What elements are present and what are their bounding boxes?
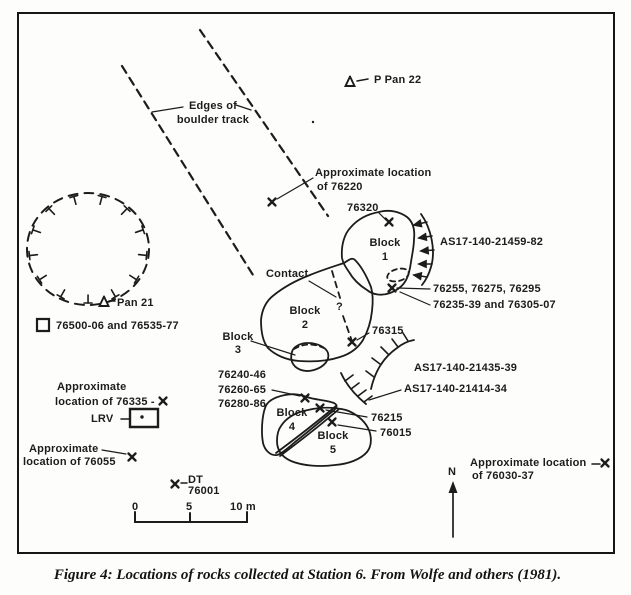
photo-arc-21414 bbox=[341, 373, 372, 404]
block1-label: Block 1 bbox=[369, 237, 401, 263]
x-marker-76260 bbox=[302, 395, 309, 402]
x-marker-76015 bbox=[329, 419, 336, 426]
lrv-label: LRV bbox=[91, 413, 114, 425]
x-marker-76220 bbox=[269, 199, 276, 206]
samples-76235-label: 76235-39 and 76305-07 bbox=[433, 299, 556, 311]
scale-tick-0: 0 bbox=[132, 501, 139, 513]
contact-query-mark: ? bbox=[336, 301, 343, 313]
scale-tick-10m: 10 m bbox=[230, 501, 256, 513]
samples-76255-label: 76255, 76275, 76295 bbox=[433, 283, 541, 295]
pan22-label: P Pan 22 bbox=[374, 74, 422, 86]
block5-label: Block 5 bbox=[317, 430, 349, 456]
x-marker-76255 bbox=[389, 285, 396, 292]
block3-label: Block 3 bbox=[222, 331, 254, 356]
sample-76015-label: 76015 bbox=[380, 427, 412, 439]
loc-76220-label-line2: of 76220 bbox=[317, 181, 363, 193]
scale-tick-5: 5 bbox=[186, 501, 193, 513]
loc-76055-label-line2: location of 76055 bbox=[23, 456, 116, 468]
sample-76215-label: 76215 bbox=[371, 412, 403, 424]
north-arrow bbox=[448, 481, 458, 537]
speck bbox=[311, 120, 315, 124]
lrv-symbol bbox=[130, 409, 158, 427]
crater-outline bbox=[27, 193, 149, 305]
loc-76220-label-line1: Approximate location bbox=[315, 167, 432, 179]
scale-bar bbox=[135, 512, 247, 522]
crater-rim-ticks bbox=[29, 196, 147, 303]
map-frame bbox=[17, 12, 615, 554]
photo-21435-label: AS17-140-21435-39 bbox=[414, 362, 518, 374]
pan21-triangle-icon bbox=[100, 297, 109, 307]
block3-outline bbox=[291, 343, 328, 371]
sample-area-dashed-ellipse bbox=[386, 266, 410, 283]
rake-sample-square-icon bbox=[37, 319, 49, 331]
loc-76335-label-line1: Approximate bbox=[57, 381, 127, 393]
block3-dashed-contact bbox=[294, 345, 326, 350]
x-marker-76215 bbox=[317, 405, 324, 412]
block2-label: Block 2 bbox=[289, 305, 321, 331]
sample-76320-label: 76320 bbox=[347, 202, 379, 214]
loc-76030-label-line2: of 76030-37 bbox=[472, 470, 535, 482]
loc-76030-label-line1: Approximate location bbox=[470, 457, 587, 469]
block2-outline bbox=[261, 259, 373, 362]
loc-76335-label-line2: location of 76335 - bbox=[55, 396, 155, 408]
contact-label: Contact bbox=[266, 268, 309, 280]
photo-arc-21435 bbox=[366, 333, 414, 389]
photo-21414-label: AS17-140-21414-34 bbox=[404, 383, 508, 395]
x-marker-dt76001 bbox=[172, 481, 179, 488]
photo-arc-21459 bbox=[412, 214, 434, 285]
block4-label: Block 4 bbox=[276, 407, 308, 433]
x-marker-76335 bbox=[160, 398, 167, 405]
boulder-track-label: Edges of boulder track bbox=[176, 100, 250, 126]
pan22-triangle-icon bbox=[346, 77, 355, 87]
loc-76055-label-line1: Approximate bbox=[29, 443, 99, 455]
figure-caption: Figure 4: Locations of rocks collected a… bbox=[53, 567, 562, 583]
samples-76240-label: 76240-46 bbox=[218, 369, 267, 381]
leader-lines bbox=[102, 79, 600, 483]
samples-76260-label: 76260-65 bbox=[218, 384, 267, 396]
x-marker-76055 bbox=[129, 454, 136, 461]
dt-76001-label: DT 76001 bbox=[188, 474, 220, 497]
x-marker-76315 bbox=[349, 339, 356, 346]
photo-21459-label: AS17-140-21459-82 bbox=[440, 236, 544, 248]
samples-76280-label: 76280-86 bbox=[218, 398, 267, 410]
north-label: N bbox=[448, 466, 457, 478]
x-marker-76320 bbox=[386, 219, 393, 226]
pan21-label: Pan 21 bbox=[117, 297, 154, 309]
contact-line bbox=[332, 271, 352, 341]
x-marker-76030 bbox=[602, 460, 609, 467]
sample-76315-label: 76315 bbox=[372, 325, 404, 337]
boulder-track-edges bbox=[122, 30, 328, 275]
block1-outline bbox=[342, 211, 414, 295]
rake-legend-label: 76500-06 and 76535-77 bbox=[56, 320, 179, 332]
